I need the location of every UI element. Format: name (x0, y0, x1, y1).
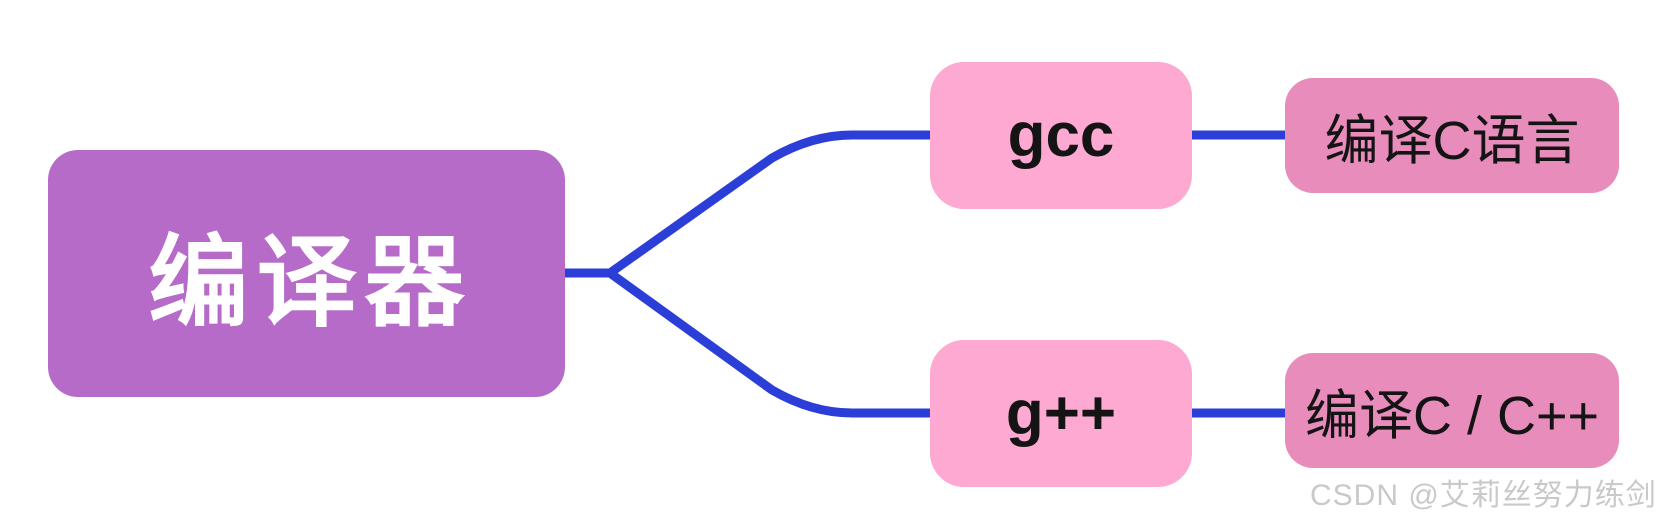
node-compile-c-cpp[interactable]: 编译C / C++ (1285, 353, 1619, 468)
node-compile-c-language[interactable]: 编译C语言 (1285, 78, 1619, 193)
node-gpp[interactable]: g++ (930, 340, 1192, 487)
connector-root-to-gcc (605, 130, 935, 278)
node-gcc[interactable]: gcc (930, 62, 1192, 209)
node-compiler-root[interactable]: 编译器 (48, 150, 565, 397)
csdn-watermark: CSDN @艾莉丝努力练剑 (1310, 479, 1657, 512)
connector-root-to-gpp (605, 268, 935, 418)
